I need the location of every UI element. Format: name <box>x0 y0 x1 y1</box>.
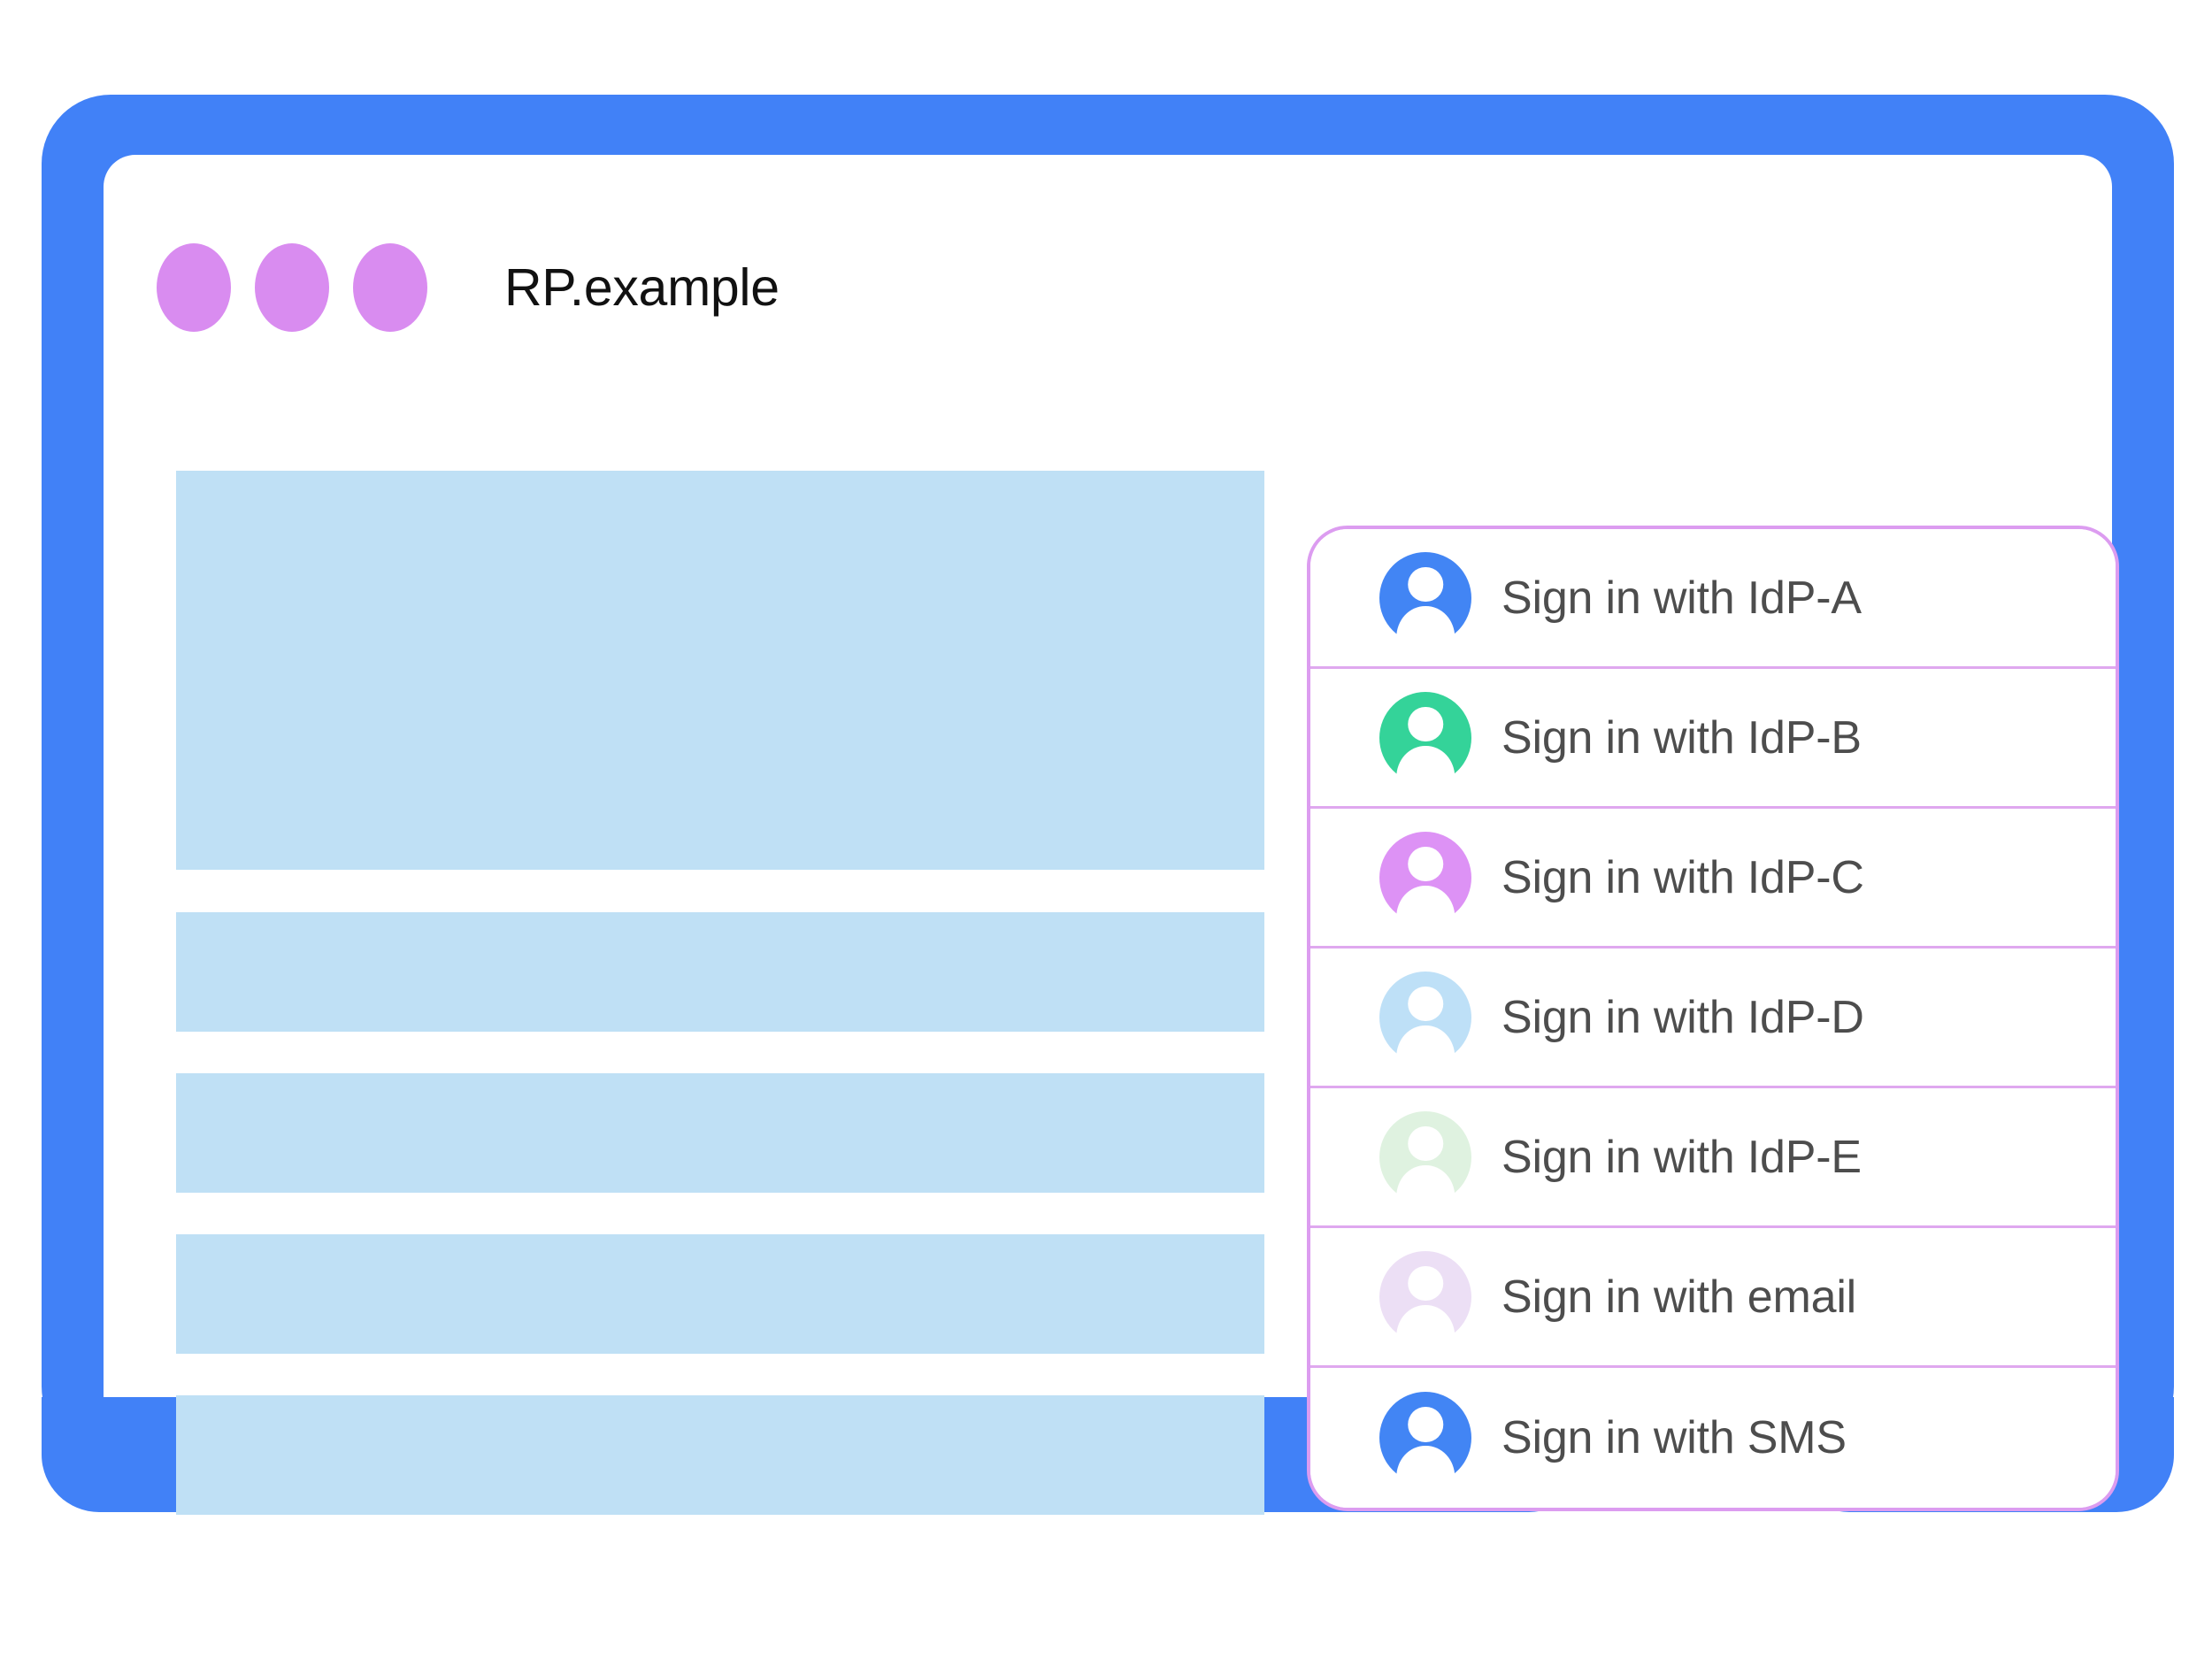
avatar-head <box>1408 1407 1443 1442</box>
account-avatar-icon <box>1379 1250 1471 1353</box>
account-row-label: Sign in with IdP-C <box>1502 851 1864 903</box>
avatar-head <box>1408 1125 1443 1162</box>
account-row[interactable]: Sign in with IdP-B <box>1310 669 2116 809</box>
avatar-shoulders <box>1396 1164 1455 1213</box>
account-chooser-panel: Sign in with IdP-A Sign in with IdP-B Sign… <box>1307 526 2119 1511</box>
hero-placeholder <box>176 471 1264 870</box>
account-row[interactable]: Sign in with IdP-C <box>1310 809 2116 949</box>
account-row[interactable]: Sign in with email <box>1310 1228 2116 1368</box>
avatar-shoulders <box>1396 1304 1455 1353</box>
avatar-shoulders <box>1396 1446 1455 1494</box>
account-row-label: Sign in with email <box>1502 1271 1857 1323</box>
text-placeholder-4 <box>176 1395 1264 1515</box>
text-placeholder-3 <box>176 1234 1264 1354</box>
window-dot-2[interactable] <box>255 243 329 332</box>
window-dot-1[interactable] <box>157 243 231 332</box>
page-content-column <box>176 471 1264 1515</box>
account-avatar-icon <box>1379 1392 1471 1494</box>
avatar-head <box>1408 1265 1443 1302</box>
avatar-shoulders <box>1396 885 1455 933</box>
account-avatar-icon <box>1379 831 1471 933</box>
account-row[interactable]: Sign in with IdP-E <box>1310 1088 2116 1228</box>
account-row[interactable]: Sign in with SMS <box>1310 1368 2116 1508</box>
account-avatar-icon <box>1379 551 1471 654</box>
avatar-head <box>1408 566 1443 603</box>
avatar-shoulders <box>1396 1025 1455 1073</box>
account-row-label: Sign in with IdP-D <box>1502 991 1864 1043</box>
text-placeholder-2 <box>176 1073 1264 1193</box>
account-row-label: Sign in with IdP-E <box>1502 1131 1862 1183</box>
account-avatar-icon <box>1379 1110 1471 1213</box>
account-row[interactable]: Sign in with IdP-A <box>1310 529 2116 669</box>
account-avatar-icon <box>1379 971 1471 1073</box>
account-row-label: Sign in with IdP-B <box>1502 711 1862 764</box>
avatar-shoulders <box>1396 745 1455 794</box>
account-avatar-icon <box>1379 691 1471 794</box>
browser-titlebar: RP.example <box>157 243 780 332</box>
avatar-head <box>1408 706 1443 742</box>
text-placeholder-1 <box>176 912 1264 1032</box>
avatar-head <box>1408 986 1443 1022</box>
window-dot-3[interactable] <box>353 243 427 332</box>
account-row[interactable]: Sign in with IdP-D <box>1310 949 2116 1088</box>
avatar-shoulders <box>1396 605 1455 654</box>
account-row-label: Sign in with IdP-A <box>1502 572 1862 624</box>
page-title: RP.example <box>504 258 780 317</box>
account-row-label: Sign in with SMS <box>1502 1412 1847 1463</box>
avatar-head <box>1408 846 1443 882</box>
